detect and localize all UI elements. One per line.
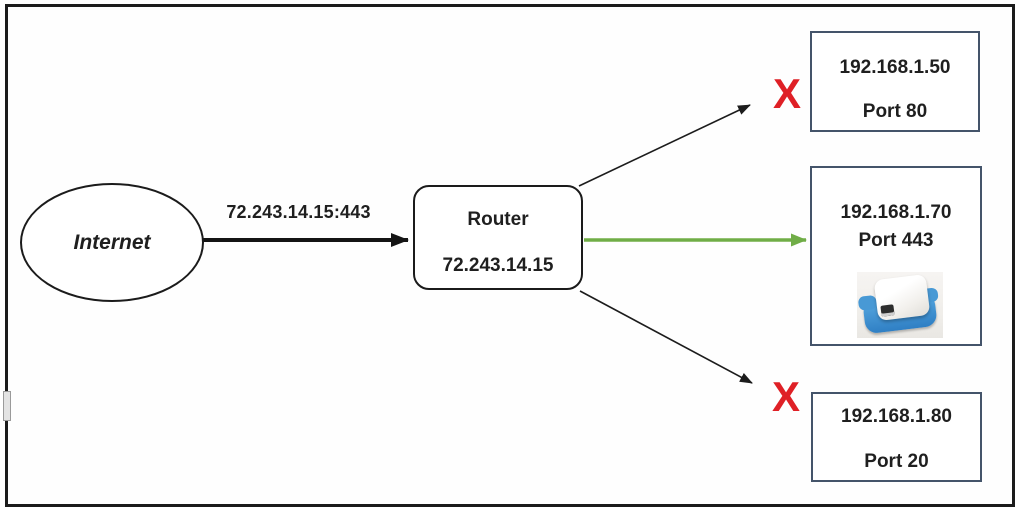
wan-arrow-label: 72.243.14.15:443 bbox=[226, 202, 371, 222]
server-box-port80: 192.168.1.50 Port 80 bbox=[810, 31, 980, 132]
blocked-x-mark-port80: X bbox=[772, 70, 801, 117]
server-port: Port 443 bbox=[858, 230, 934, 251]
server-ip: 192.168.1.50 bbox=[839, 57, 951, 78]
server-port: Port 80 bbox=[862, 101, 928, 122]
device-photo bbox=[857, 272, 943, 338]
blocked-x-mark-port20: X bbox=[771, 373, 800, 420]
server-box-port20: 192.168.1.80 Port 20 bbox=[811, 392, 982, 482]
internet-node: Internet bbox=[20, 183, 204, 302]
left-edge-handle bbox=[3, 391, 11, 421]
server-ip: 192.168.1.80 bbox=[841, 406, 952, 427]
server-ip: 192.168.1.70 bbox=[840, 202, 952, 223]
router-ip: 72.243.14.15 bbox=[442, 255, 554, 276]
device-ethernet-port bbox=[880, 304, 895, 317]
router-node: Router 72.243.14.15 bbox=[413, 185, 583, 290]
server-box-port443: 192.168.1.70 Port 443 bbox=[810, 166, 982, 346]
router-title: Router bbox=[467, 209, 529, 230]
server-port: Port 20 bbox=[864, 451, 929, 472]
internet-label: Internet bbox=[73, 230, 151, 254]
